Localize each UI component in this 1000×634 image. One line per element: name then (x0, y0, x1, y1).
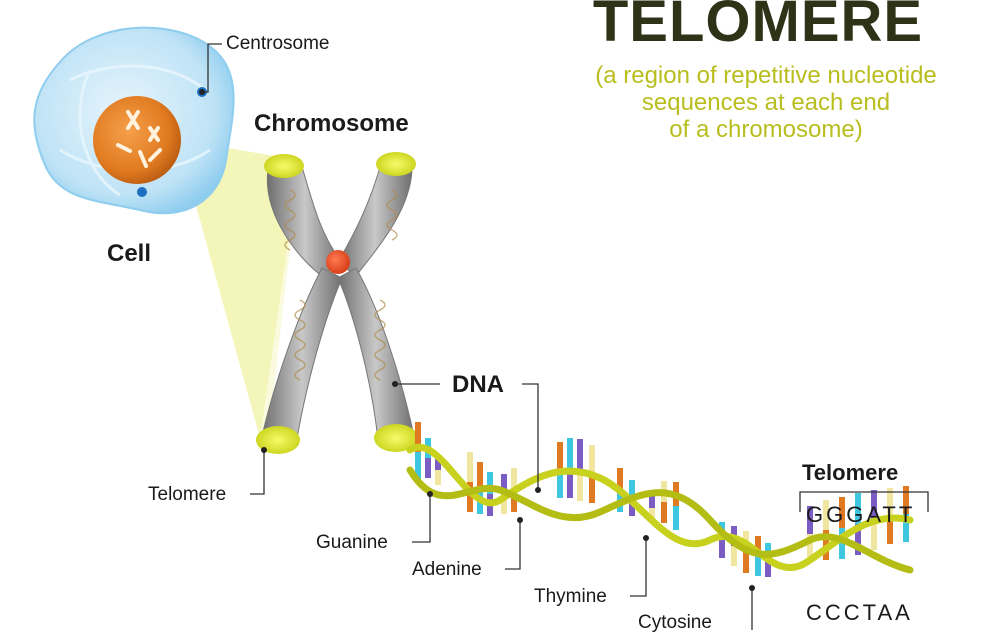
base-pair-rung (673, 506, 679, 530)
base-pair-rung (415, 452, 421, 482)
base-pair-rung (903, 514, 909, 542)
leader-adenine (505, 520, 521, 570)
dna-backbone-a (406, 443, 914, 571)
label-cytosine: Cytosine (638, 612, 712, 633)
zoom-cone (178, 140, 300, 438)
telomere-bracket (799, 491, 929, 512)
base-pair-rung (511, 468, 517, 490)
subtitle: (a region of repetitive nucleotide seque… (548, 62, 984, 143)
base-pair-rung (629, 480, 635, 498)
nucleus (93, 96, 181, 184)
base-pair-rung (887, 516, 893, 544)
base-pair-rung (755, 536, 761, 556)
dna-helix (406, 422, 914, 577)
base-pair-rung (567, 468, 573, 498)
base-pair-rung (435, 455, 441, 470)
label-chromosome: Chromosome (254, 110, 409, 137)
base-pair-rung (577, 439, 583, 470)
base-pair-rung (589, 445, 595, 474)
leader-dna (395, 383, 539, 490)
leader-lines (199, 43, 929, 630)
base-pair-rung (743, 552, 749, 573)
base-pair-rung (839, 497, 845, 528)
base-pair-rung (649, 508, 655, 521)
base-pair-rung (731, 546, 737, 566)
chromosome-telomere-cap (374, 424, 418, 452)
base-pair-rung (557, 470, 563, 498)
base-pair-rung (719, 540, 725, 558)
subtitle-line: sequences at each end (641, 89, 891, 116)
base-pair-rung (661, 502, 667, 523)
base-pair-rung (823, 500, 829, 530)
base-pair-rung (765, 560, 771, 577)
label-telomere-right: Telomere (802, 460, 899, 485)
sequence-top: GGGATT (806, 502, 916, 527)
base-pair-rung (467, 482, 473, 512)
base-pair-rung (487, 472, 493, 494)
base-pair-rung (435, 470, 441, 485)
sequence-bottom: CCCTAA (806, 600, 913, 625)
base-pair-rung (855, 524, 861, 555)
base-pair-rung (807, 506, 813, 534)
base-pair-rung (871, 490, 877, 520)
base-pair-rung (755, 556, 761, 576)
label-telomere-left: Telomere (148, 484, 227, 505)
base-pair-rung (477, 462, 483, 488)
base-pair-rung (577, 470, 583, 501)
base-pair-rung (887, 488, 893, 516)
cell-illustration (33, 26, 235, 215)
label-centrosome: Centrosome (226, 33, 330, 54)
leader-telomere-left (250, 450, 265, 495)
leader-guanine (412, 494, 431, 543)
dna-backbone-b (406, 466, 914, 574)
cell-centrosome-bottom (137, 187, 147, 197)
base-pair-rung (589, 474, 595, 503)
zoom-cone-edge (178, 140, 300, 440)
base-pair-rung (501, 474, 507, 494)
subtitle-line: (a region of repetitive nucleotide (595, 62, 937, 89)
base-pair-rung (415, 422, 421, 452)
chromosome-telomere-cap (256, 426, 300, 454)
label-dna: DNA (452, 371, 504, 398)
base-pair-rung (855, 493, 861, 524)
label-adenine: Adenine (412, 559, 482, 580)
base-pair-rung (511, 490, 517, 512)
label-thymine: Thymine (534, 586, 607, 607)
base-pair-rung (467, 452, 473, 482)
centromere (326, 250, 350, 274)
label-cell: Cell (107, 240, 152, 267)
base-pair-rung (501, 494, 507, 514)
chromosome-telomere-cap (376, 152, 416, 176)
label-guanine: Guanine (316, 532, 388, 553)
subtitle-line: of a chromosome) (669, 116, 863, 143)
chromosome-telomere-cap (264, 154, 304, 178)
nucleus-chromosomes (116, 110, 162, 168)
base-pair-rung (807, 534, 813, 562)
base-pair-rung (871, 520, 877, 550)
chromosome-coil (284, 189, 398, 381)
leader-thymine (630, 538, 647, 597)
base-pair-rung (567, 438, 573, 468)
base-pair-rung (903, 486, 909, 514)
base-pair-rung (557, 442, 563, 470)
base-pair-rung (617, 468, 623, 490)
base-pair-rung (649, 495, 655, 508)
chromosome-illustration (256, 152, 418, 454)
base-pair-rung (629, 498, 635, 516)
base-pair-rung (425, 458, 431, 478)
page-title: TELOMERE (592, 0, 924, 54)
